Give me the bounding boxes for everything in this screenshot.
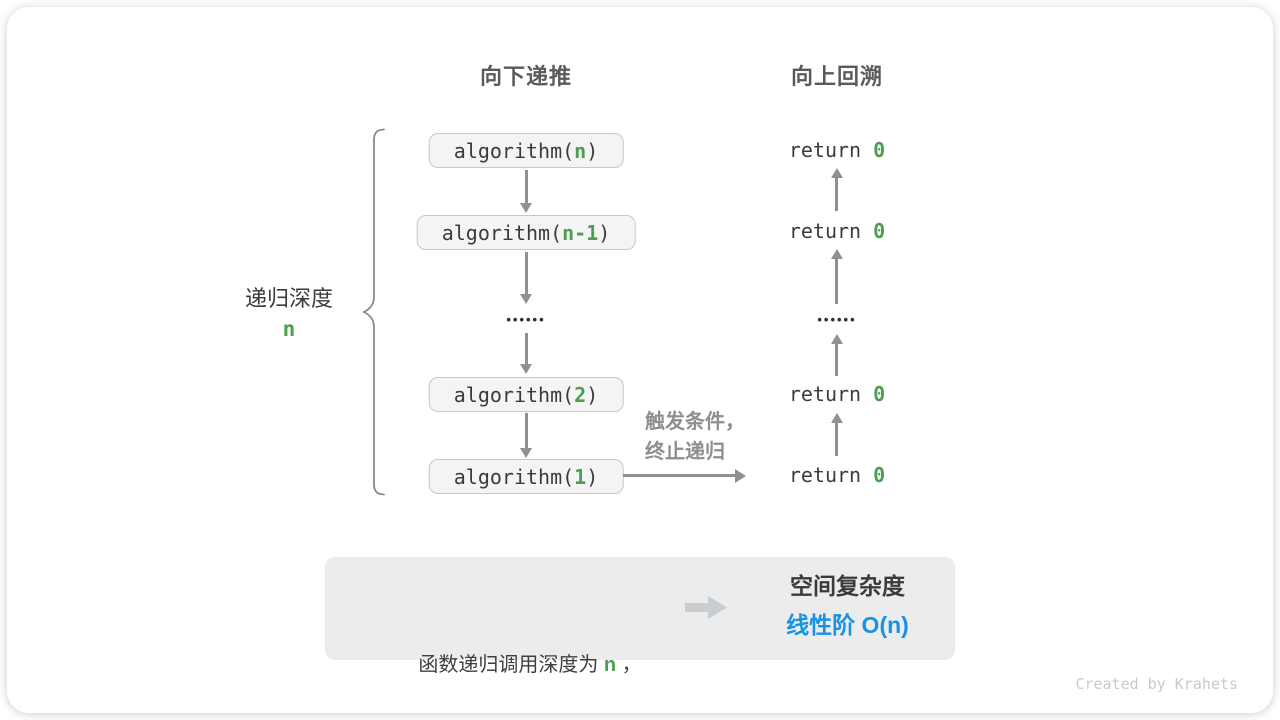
call-box-n-close: ): [586, 138, 599, 163]
call-box-n-arg: n: [574, 138, 587, 163]
header-backtrack-up: 向上回溯: [790, 64, 883, 89]
watermark: Created by Krahets: [1075, 675, 1238, 693]
depth-value: n: [282, 317, 296, 341]
complexity-result: 线性阶 O(n): [786, 612, 909, 638]
call-box-n-1-text: algorithm(: [441, 220, 563, 245]
call-box-1-close: ): [586, 464, 599, 489]
complexity-conclusion: 空间复杂度 线性阶 O(n): [750, 568, 945, 646]
return-value: 0: [873, 138, 886, 162]
return-value: 0: [873, 463, 886, 487]
call-box-n-1-arg: n-1: [562, 220, 599, 245]
summary-line1-n: n: [603, 654, 617, 676]
return-label: return 0: [789, 381, 885, 407]
down-arrow-icon: [520, 333, 532, 374]
call-box-n-1: algorithm(n-1): [416, 215, 636, 250]
implies-arrow-icon: [685, 596, 727, 619]
up-arrow-icon: [830, 249, 843, 304]
summary-panel: 函数递归调用深度为 n ， 共使用 O(n) 的栈帧空间 空间复杂度 线性阶 O…: [325, 557, 955, 676]
base-case-arrow-icon: [623, 468, 746, 483]
call-box-1-arg: 1: [574, 464, 587, 489]
return-value: 0: [873, 382, 886, 406]
summary-line1-text: 函数递归调用深度为: [418, 654, 604, 676]
depth-label: 递归深度: [244, 286, 333, 311]
header-recurse-down: 向下递推: [479, 64, 572, 89]
call-box-2: algorithm(2): [428, 377, 624, 412]
up-arrow-icon: [830, 413, 843, 456]
call-box-2-close: ): [586, 382, 599, 407]
return-keyword: return: [788, 463, 874, 487]
return-keyword: return: [788, 138, 874, 162]
depth-brace-icon: [362, 128, 385, 496]
call-box-1: algorithm(1): [428, 459, 624, 494]
summary-statement-line1: 函数递归调用深度为 n ，: [355, 646, 705, 684]
return-label: return 0: [789, 137, 885, 163]
return-label: return 0: [789, 462, 885, 488]
return-keyword: return: [788, 382, 874, 406]
call-box-2-arg: 2: [574, 382, 587, 407]
up-arrow-icon: [830, 168, 843, 211]
call-box-2-text: algorithm(: [453, 382, 575, 407]
call-box-n-text: algorithm(: [453, 138, 575, 163]
base-case-note: 触发条件， 终止递归: [645, 407, 765, 467]
left-ellipsis: ••••••: [506, 312, 546, 327]
call-box-1-text: algorithm(: [453, 464, 575, 489]
down-arrow-icon: [520, 413, 532, 458]
call-box-n: algorithm(n): [428, 133, 624, 168]
return-label: return 0: [789, 218, 885, 244]
up-arrow-icon: [830, 334, 843, 376]
base-case-note-line1: 触发条件，: [645, 411, 745, 433]
summary-statement: 函数递归调用深度为 n ， 共使用 O(n) 的栈帧空间: [355, 570, 705, 720]
return-keyword: return: [788, 219, 874, 243]
down-arrow-icon: [520, 252, 532, 304]
down-arrow-icon: [520, 170, 532, 213]
return-value: 0: [873, 219, 886, 243]
right-ellipsis: ••••••: [817, 312, 857, 327]
base-case-note-line2: 终止递归: [645, 441, 725, 463]
complexity-title: 空间复杂度: [790, 573, 905, 599]
summary-line1-tail: ，: [616, 654, 642, 676]
call-box-n-1-close: ): [598, 220, 611, 245]
